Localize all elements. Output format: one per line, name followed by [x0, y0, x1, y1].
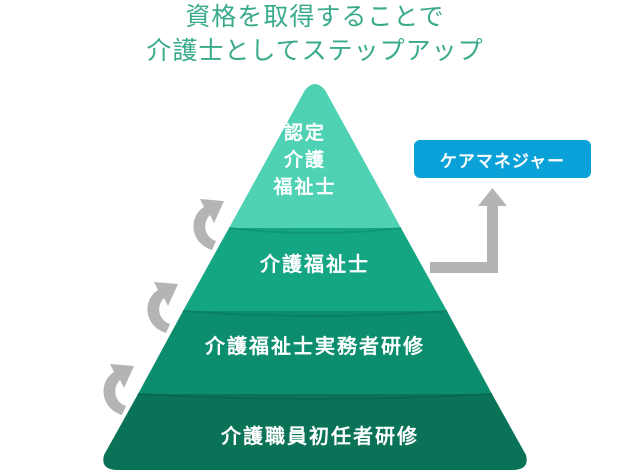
tier-certified-care-worker [229, 84, 401, 228]
title-line-2: 介護士としてステップアップ [146, 36, 484, 65]
care-manager-label: ケアマネジャー [439, 151, 566, 172]
tier-label-line: 福祉士 [273, 176, 337, 198]
care-manager-box: ケアマネジャー [414, 140, 591, 178]
tier-practical-training [138, 311, 492, 394]
tier-label-line: 介護 [283, 149, 326, 171]
tier-initial-training [103, 394, 527, 470]
tier-label-certified-care-worker: 認定 介護 福祉士 [250, 120, 360, 201]
tier-care-worker [183, 228, 447, 311]
step-up-arrow-icon [193, 199, 224, 250]
tier-label-practical-training: 介護福祉士実務者研修 [205, 334, 425, 358]
title-line-1: 資格を取得することで [185, 2, 445, 31]
tier-label-line: 認定 [283, 122, 326, 144]
career-arrow-icon [430, 188, 507, 273]
tier-label-care-worker: 介護福祉士 [260, 252, 370, 276]
step-up-arrow-icon [147, 282, 178, 333]
step-up-arrow-icon [103, 364, 134, 415]
tier-label-initial-training: 介護職員初任者研修 [221, 424, 419, 448]
